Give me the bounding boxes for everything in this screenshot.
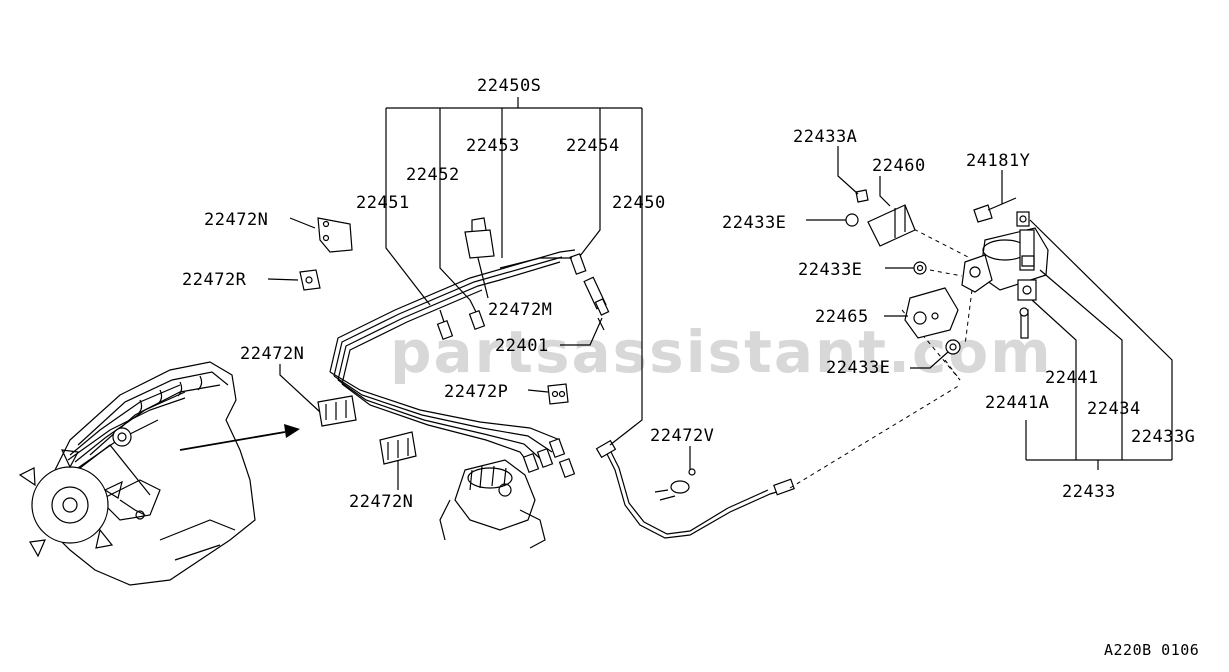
- direction-arrow: [179, 424, 300, 451]
- label-22441: 22441: [1045, 368, 1099, 388]
- stud-24181Y: [973, 197, 1017, 223]
- label-22472M: 22472M: [488, 300, 552, 320]
- label-22472N-top: 22472N: [204, 210, 268, 230]
- clip-22472P: [547, 383, 569, 405]
- label-22450: 22450: [612, 193, 666, 213]
- ignition-cable-set: [329, 249, 587, 478]
- engine-block-illustration: [18, 361, 256, 586]
- label-22433A: 22433A: [793, 127, 857, 147]
- nut-22433E-c: [945, 339, 961, 355]
- clip-22472N-bot: [379, 431, 417, 465]
- label-22452: 22452: [406, 165, 460, 185]
- label-22433G: 22433G: [1131, 427, 1195, 447]
- label-22433E-c: 22433E: [826, 358, 890, 378]
- label-22453: 22453: [466, 136, 520, 156]
- spark-plug: [583, 276, 610, 331]
- label-22472N-mid: 22472N: [240, 344, 304, 364]
- label-22433: 22433: [1062, 482, 1116, 502]
- nut-22433E-a: [845, 213, 859, 227]
- label-22433E-b: 22433E: [798, 260, 862, 280]
- label-22472P: 22472P: [444, 382, 508, 402]
- clip-22472R: [299, 269, 321, 291]
- label-22401: 22401: [495, 336, 549, 356]
- guide-line: [929, 269, 963, 277]
- nut-22433E-b: [913, 261, 927, 275]
- label-22472V: 22472V: [650, 426, 714, 446]
- label-22465: 22465: [815, 307, 869, 327]
- leader-lines: [267, 97, 1173, 490]
- label-22454: 22454: [566, 136, 620, 156]
- label-22450S: 22450S: [477, 76, 541, 96]
- label-22472N-bot: 22472N: [349, 492, 413, 512]
- resistor-22465: [904, 287, 959, 339]
- clip-22472N-top: [317, 217, 353, 253]
- label-22434: 22434: [1087, 399, 1141, 419]
- guide-line: [901, 309, 961, 381]
- clip-22472N-mid: [317, 395, 357, 427]
- distributor-illustration: [439, 459, 546, 549]
- label-24181Y: 24181Y: [966, 151, 1030, 171]
- label-22460: 22460: [872, 156, 926, 176]
- bracket-22460: [867, 204, 916, 247]
- label-22441A: 22441A: [985, 393, 1049, 413]
- diagram-code: A220B 0106: [1104, 641, 1199, 659]
- label-22451: 22451: [356, 193, 410, 213]
- coil-cable: [595, 439, 795, 539]
- guide-line: [899, 221, 971, 259]
- bolt-22441: [1019, 307, 1029, 339]
- label-22472R: 22472R: [182, 270, 247, 290]
- guide-line: [964, 289, 973, 346]
- bolt-22433A: [855, 189, 869, 203]
- guide-line: [789, 384, 961, 489]
- label-22433E-a: 22433E: [722, 213, 786, 233]
- clip-22472M: [464, 217, 495, 259]
